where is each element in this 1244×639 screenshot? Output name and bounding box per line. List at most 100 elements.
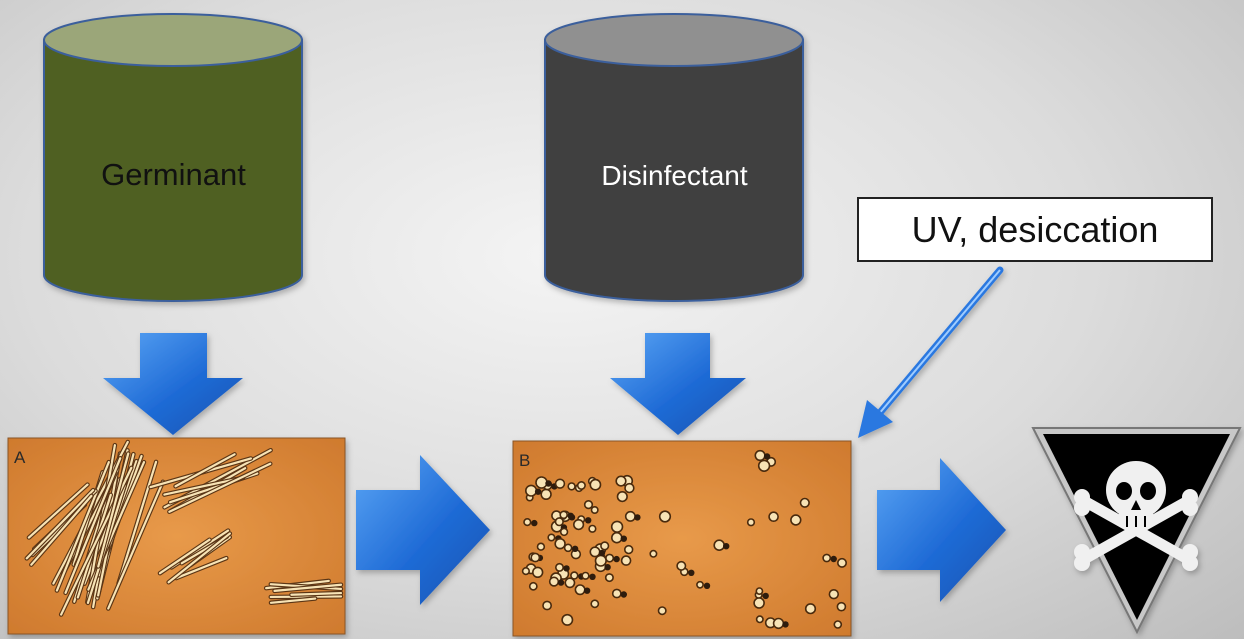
spore bbox=[564, 577, 576, 589]
spore-dark bbox=[585, 517, 592, 524]
spore bbox=[757, 459, 771, 472]
spore bbox=[600, 541, 610, 551]
spore-dark bbox=[571, 545, 579, 552]
spore bbox=[657, 606, 667, 616]
spore-dark bbox=[583, 587, 591, 594]
micrograph-panel-b bbox=[512, 440, 852, 637]
spore bbox=[615, 475, 627, 487]
spore bbox=[588, 524, 597, 533]
rod-cell bbox=[30, 494, 93, 566]
disinfectant-label: Disinfectant bbox=[601, 160, 748, 191]
spore-dark bbox=[567, 512, 574, 519]
spore-dark bbox=[545, 480, 552, 487]
spore bbox=[649, 549, 658, 558]
spore bbox=[563, 543, 573, 553]
spore-dark bbox=[563, 565, 570, 572]
spore bbox=[676, 560, 687, 571]
spore-dark bbox=[531, 519, 538, 527]
spore bbox=[754, 449, 766, 462]
spore bbox=[836, 601, 847, 612]
spore bbox=[561, 613, 574, 626]
spore bbox=[559, 510, 569, 520]
rod-cell bbox=[269, 595, 343, 599]
spore-dark bbox=[782, 621, 789, 628]
uv-desiccation-box: UV, desiccation bbox=[857, 197, 1213, 262]
right-arrow-b-to-death bbox=[877, 458, 1006, 602]
spore bbox=[535, 476, 548, 489]
rod-cell bbox=[290, 591, 343, 596]
spore bbox=[589, 478, 602, 491]
spore bbox=[574, 584, 586, 596]
spore bbox=[521, 566, 531, 576]
spore bbox=[624, 482, 635, 494]
spore-dark bbox=[688, 569, 695, 576]
spore-dark bbox=[534, 488, 542, 495]
spore bbox=[559, 527, 569, 537]
rod-cell bbox=[167, 532, 231, 584]
hazard-sign bbox=[1031, 427, 1242, 635]
spore bbox=[524, 484, 538, 497]
spore bbox=[536, 542, 546, 551]
spore bbox=[696, 580, 704, 589]
spore bbox=[772, 617, 785, 630]
spore bbox=[604, 573, 614, 583]
spore-dark bbox=[634, 514, 641, 521]
spore-dark bbox=[589, 573, 596, 580]
spore bbox=[799, 497, 810, 508]
spore bbox=[590, 599, 600, 609]
rod-cell bbox=[174, 453, 236, 488]
germinant-cylinder bbox=[43, 13, 303, 302]
spore bbox=[531, 566, 544, 578]
spore-dark bbox=[613, 555, 620, 563]
spore bbox=[623, 544, 634, 555]
spore-dark bbox=[620, 591, 627, 598]
spore bbox=[753, 597, 765, 609]
spore bbox=[836, 557, 847, 568]
spore bbox=[583, 500, 594, 510]
spore-dark bbox=[763, 453, 771, 460]
spore bbox=[624, 510, 636, 522]
micrograph-panel-a bbox=[7, 437, 346, 635]
spore bbox=[554, 478, 566, 489]
spore bbox=[581, 571, 590, 580]
spore bbox=[576, 480, 586, 490]
rod-cell bbox=[97, 452, 130, 568]
spore bbox=[547, 533, 556, 542]
spore bbox=[822, 553, 832, 563]
spore-dark bbox=[762, 592, 769, 600]
spore bbox=[620, 555, 632, 566]
spore-dark bbox=[557, 579, 565, 586]
disinfectant-cylinder bbox=[544, 13, 804, 302]
spore-dark bbox=[604, 564, 611, 571]
rod-cell bbox=[158, 538, 211, 575]
spore bbox=[542, 600, 552, 611]
spore bbox=[528, 581, 538, 591]
spore bbox=[713, 539, 726, 552]
spore bbox=[530, 552, 541, 563]
spore-dark bbox=[723, 543, 730, 550]
uv-arrow bbox=[858, 266, 1004, 438]
rod-cell bbox=[107, 480, 165, 610]
spore bbox=[567, 482, 576, 491]
spore-dark bbox=[620, 535, 627, 542]
rod-cell bbox=[269, 597, 317, 604]
spore-dark bbox=[598, 549, 606, 557]
rod-cell bbox=[55, 461, 110, 592]
germinant-label: Germinant bbox=[101, 157, 246, 192]
spore bbox=[594, 554, 607, 567]
rod-cell bbox=[168, 462, 272, 513]
spore-dark bbox=[703, 582, 711, 589]
rod-cell bbox=[117, 460, 158, 585]
spore bbox=[590, 505, 599, 514]
spore bbox=[554, 537, 566, 550]
spore bbox=[540, 488, 552, 500]
spore bbox=[755, 587, 764, 595]
rod-cell bbox=[175, 557, 228, 580]
rod-cell bbox=[273, 583, 343, 592]
spore bbox=[828, 588, 839, 600]
spore bbox=[572, 518, 585, 531]
panel-b-letter: B bbox=[519, 451, 531, 470]
spore bbox=[804, 603, 817, 615]
spore bbox=[605, 553, 615, 563]
